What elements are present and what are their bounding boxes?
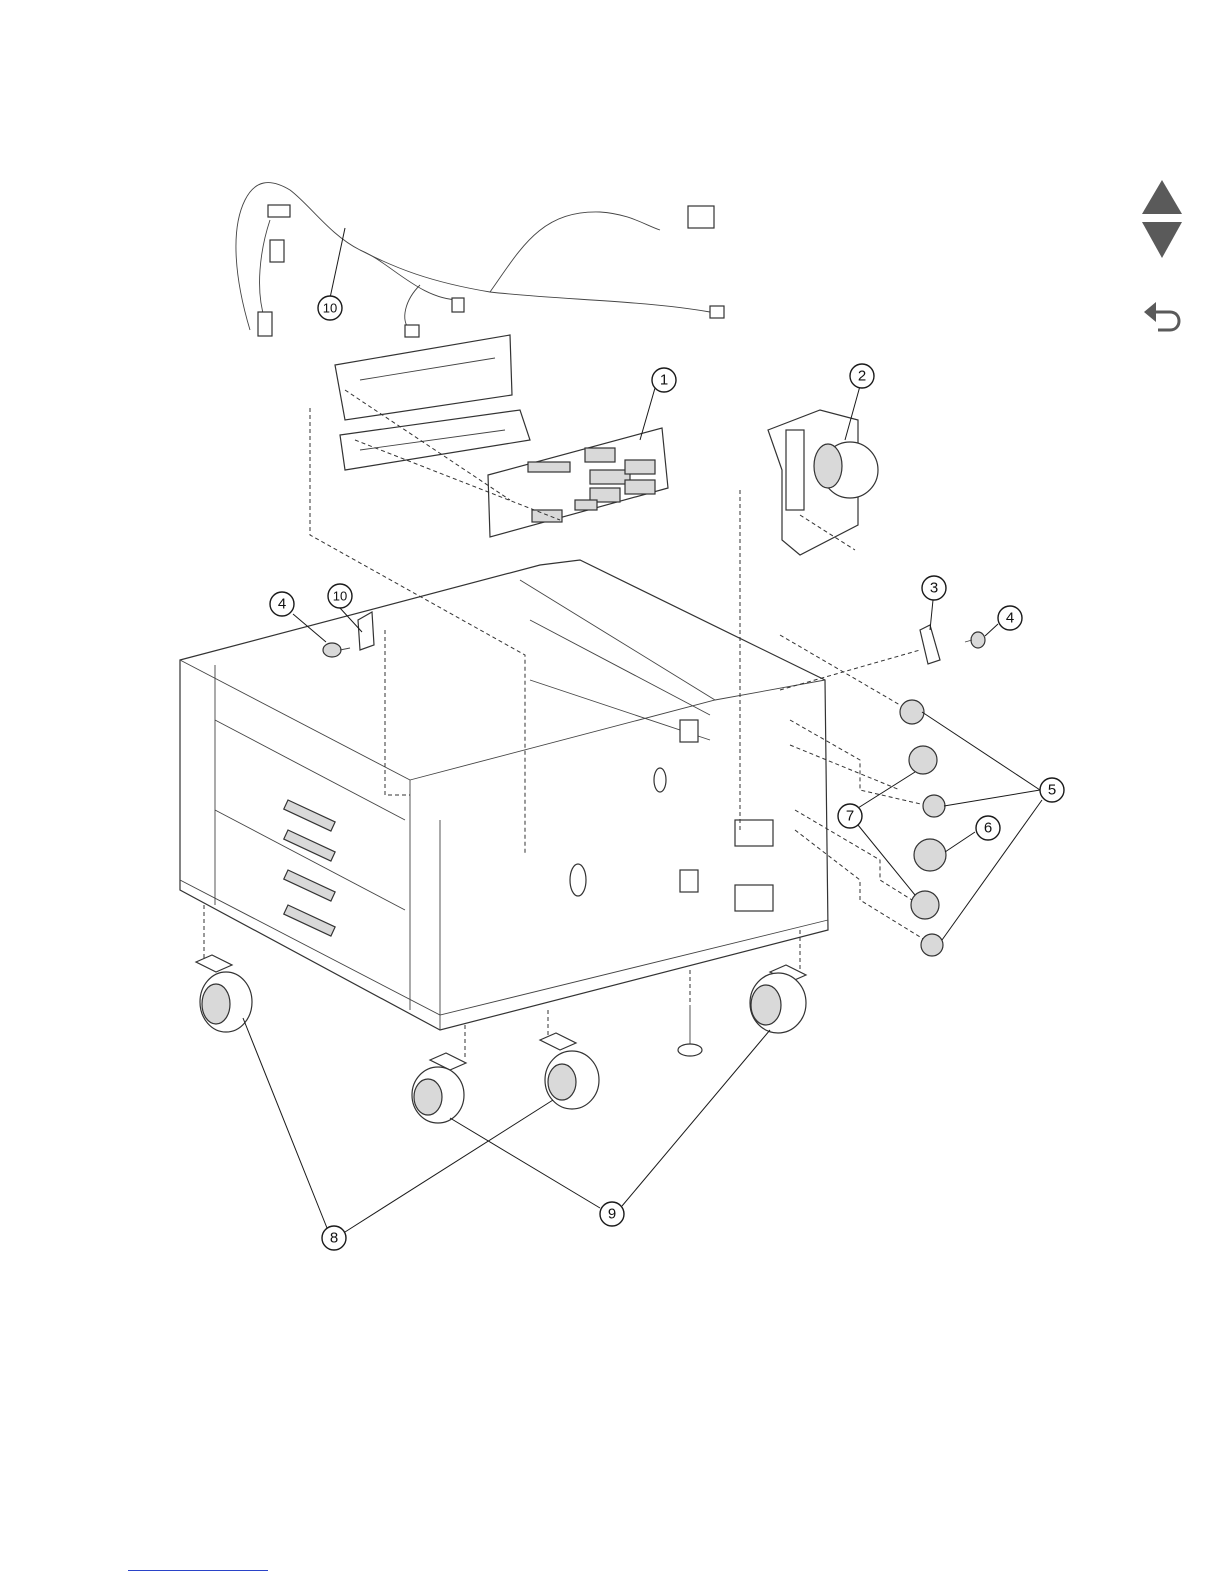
svg-text:7: 7 [846, 808, 854, 825]
svg-text:8: 8 [330, 1230, 338, 1247]
cabinet-frame [180, 560, 828, 1030]
svg-text:4: 4 [278, 596, 286, 613]
caster-front-right [750, 965, 806, 1033]
callout-5: 5 [1040, 778, 1064, 802]
caster-middle-right [540, 1033, 599, 1109]
svg-text:4: 4 [1006, 610, 1014, 627]
triangle-down-icon[interactable] [1142, 222, 1182, 258]
svg-text:5: 5 [1048, 782, 1056, 799]
callout-10-bracket: 10 [328, 584, 352, 608]
callout-10-top: 10 [318, 296, 342, 320]
svg-text:3: 3 [930, 580, 938, 597]
svg-text:1: 1 [660, 372, 668, 389]
callout-3: 3 [922, 576, 946, 600]
return-arrow-icon[interactable] [1144, 302, 1179, 330]
caster-middle-left [412, 1053, 466, 1123]
callout-6: 6 [976, 816, 1000, 840]
svg-text:10: 10 [323, 301, 337, 316]
triangle-up-icon[interactable] [1142, 180, 1182, 214]
svg-text:10: 10 [333, 589, 347, 604]
callout-9: 9 [600, 1202, 624, 1226]
svg-text:9: 9 [608, 1206, 616, 1223]
callout-2: 2 [850, 364, 874, 388]
svg-text:6: 6 [984, 820, 992, 837]
callout-4-right: 4 [998, 606, 1022, 630]
callout-8: 8 [322, 1226, 346, 1250]
motor-assembly [768, 386, 878, 555]
footer-link-underline[interactable] [128, 1548, 268, 1571]
gears [858, 700, 1042, 956]
callout-7: 7 [838, 804, 862, 828]
callout-4-left: 4 [270, 592, 294, 616]
svg-text:2: 2 [858, 368, 866, 385]
leveling-foot [678, 1005, 702, 1056]
callout-1: 1 [652, 368, 676, 392]
wire-harness [236, 183, 724, 337]
